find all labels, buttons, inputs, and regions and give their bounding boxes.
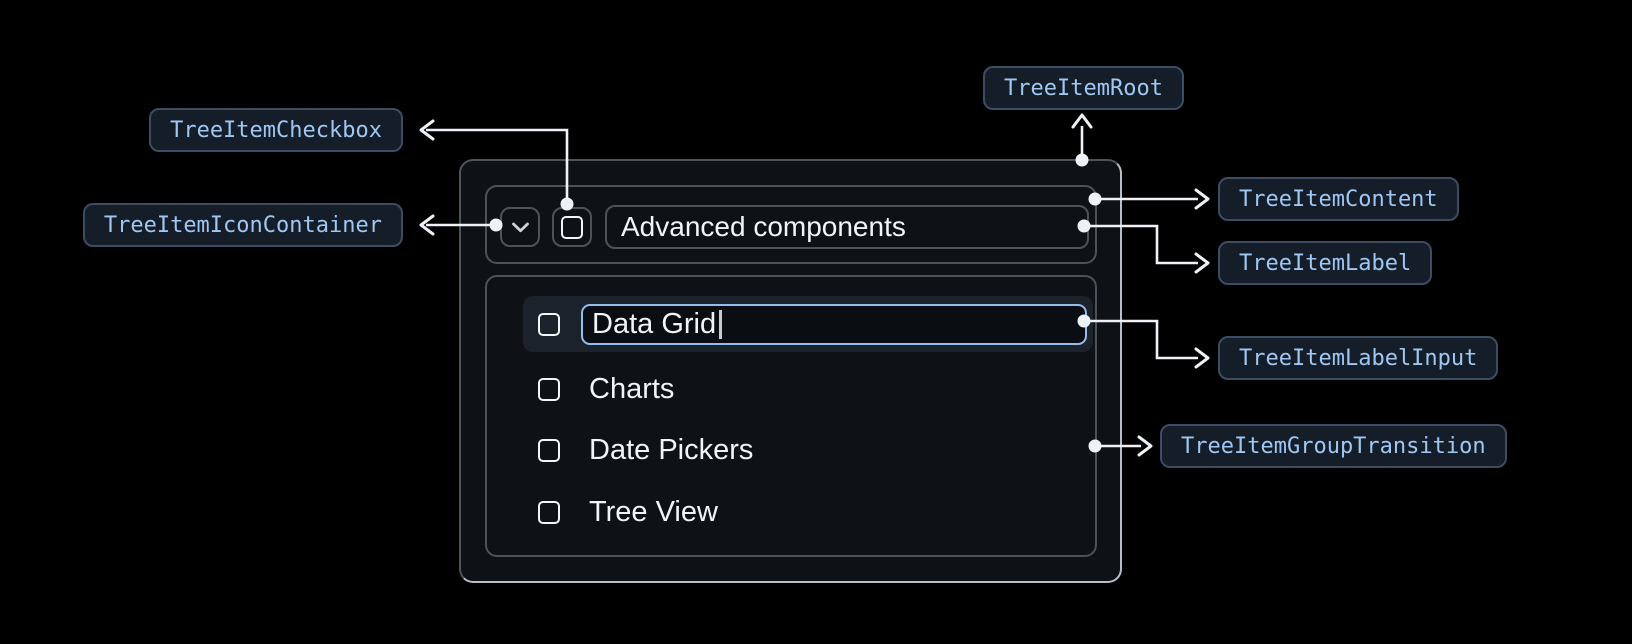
tree-item-label: Advanced components (605, 205, 1089, 249)
annotation-tree-item-label-input: TreeItemLabelInput (1218, 336, 1499, 380)
parent-label-text: Advanced components (621, 211, 906, 242)
annotation-tree-item-content: TreeItemContent (1218, 177, 1459, 221)
tree-item-checkbox[interactable] (538, 377, 560, 401)
annotation-tree-item-label: TreeItemLabel (1218, 241, 1433, 285)
tree-item-icon-container[interactable] (500, 207, 540, 247)
tree-item-root: Advanced components Data Grid Charts Dat… (459, 159, 1122, 583)
text-caret-icon (719, 309, 723, 339)
tree-row-label: Tree View (589, 495, 718, 528)
annotation-tree-item-root: TreeItemRoot (983, 66, 1184, 110)
tree-item-checkbox[interactable] (538, 500, 560, 524)
annotation-tree-item-group-transition: TreeItemGroupTransition (1160, 424, 1507, 468)
tree-item-group-transition: Data Grid Charts Date Pickers Tree View (485, 275, 1097, 557)
checkbox-square-icon (561, 215, 583, 239)
label-input-value: Data Grid (592, 307, 717, 340)
tree-item-checkbox[interactable] (538, 312, 560, 336)
tree-row-label: Charts (589, 372, 675, 405)
tree-item-label-input[interactable]: Data Grid (581, 303, 1087, 345)
tree-row[interactable]: Date Pickers (523, 419, 1093, 481)
tree-item-content[interactable]: Advanced components (485, 185, 1097, 264)
tree-item-checkbox[interactable] (538, 438, 560, 462)
chevron-down-icon (511, 222, 529, 232)
annotation-tree-item-checkbox: TreeItemCheckbox (149, 108, 403, 152)
tree-row-label: Date Pickers (589, 433, 754, 466)
tree-item-checkbox[interactable] (552, 207, 592, 247)
annotation-tree-item-icon-container: TreeItemIconContainer (82, 203, 403, 247)
tree-row[interactable]: Charts (523, 358, 1093, 420)
tree-row-editing[interactable]: Data Grid (523, 296, 1093, 352)
tree-row[interactable]: Tree View (523, 481, 1093, 543)
